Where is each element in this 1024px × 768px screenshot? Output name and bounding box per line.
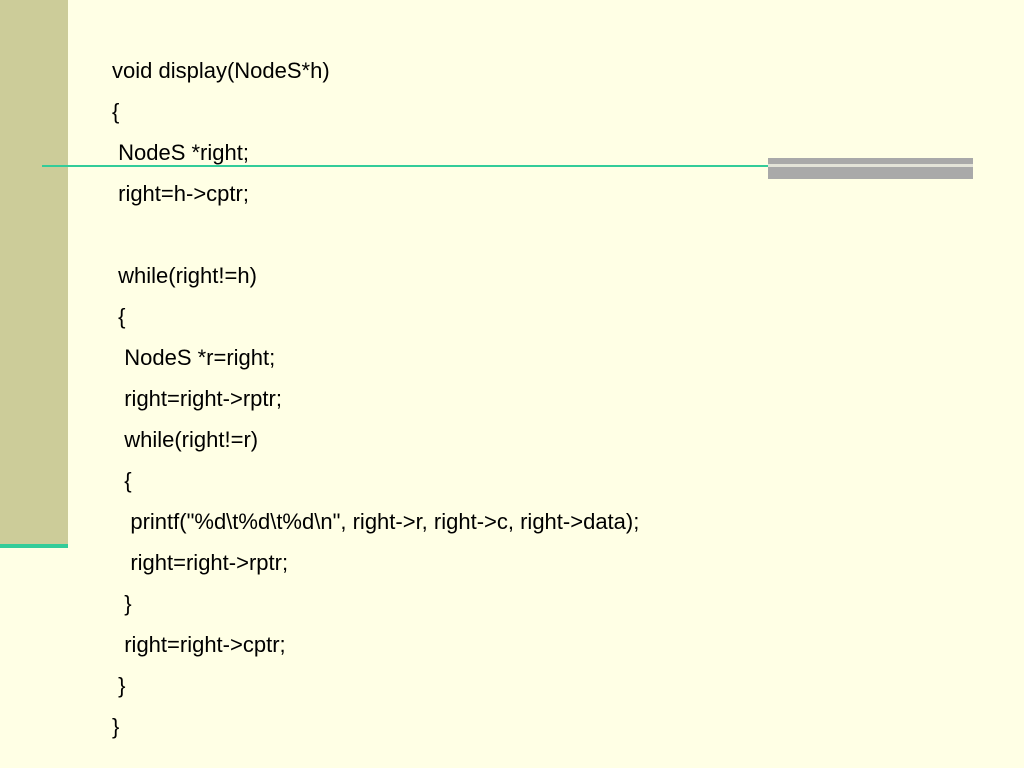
code-block: void display(NodeS*h) { NodeS *right; ri… [112,50,639,747]
code-line: printf("%d\t%d\t%d\n", right->r, right->… [112,509,640,534]
code-line: NodeS *right; [112,140,249,165]
code-line: { [112,304,126,329]
code-line: } [112,591,132,616]
code-line: { [112,468,132,493]
left-decorative-bar [0,0,68,544]
left-bar-accent-line [0,544,68,548]
code-line: while(right!=r) [112,427,259,452]
code-line-blank [112,214,639,255]
code-line: NodeS *r=right; [112,345,276,370]
code-line: } [112,714,120,739]
code-line: right=right->rptr; [112,550,289,575]
code-line: right=h->cptr; [112,181,249,206]
code-line: void display(NodeS*h) [112,58,330,83]
code-line: right=right->rptr; [112,386,282,411]
horizontal-accent-rule [42,165,972,167]
code-line: right=right->cptr; [112,632,286,657]
code-line: { [112,99,120,124]
code-line: while(right!=h) [112,263,257,288]
code-line: } [112,673,126,698]
gray-decorative-block [768,158,973,179]
